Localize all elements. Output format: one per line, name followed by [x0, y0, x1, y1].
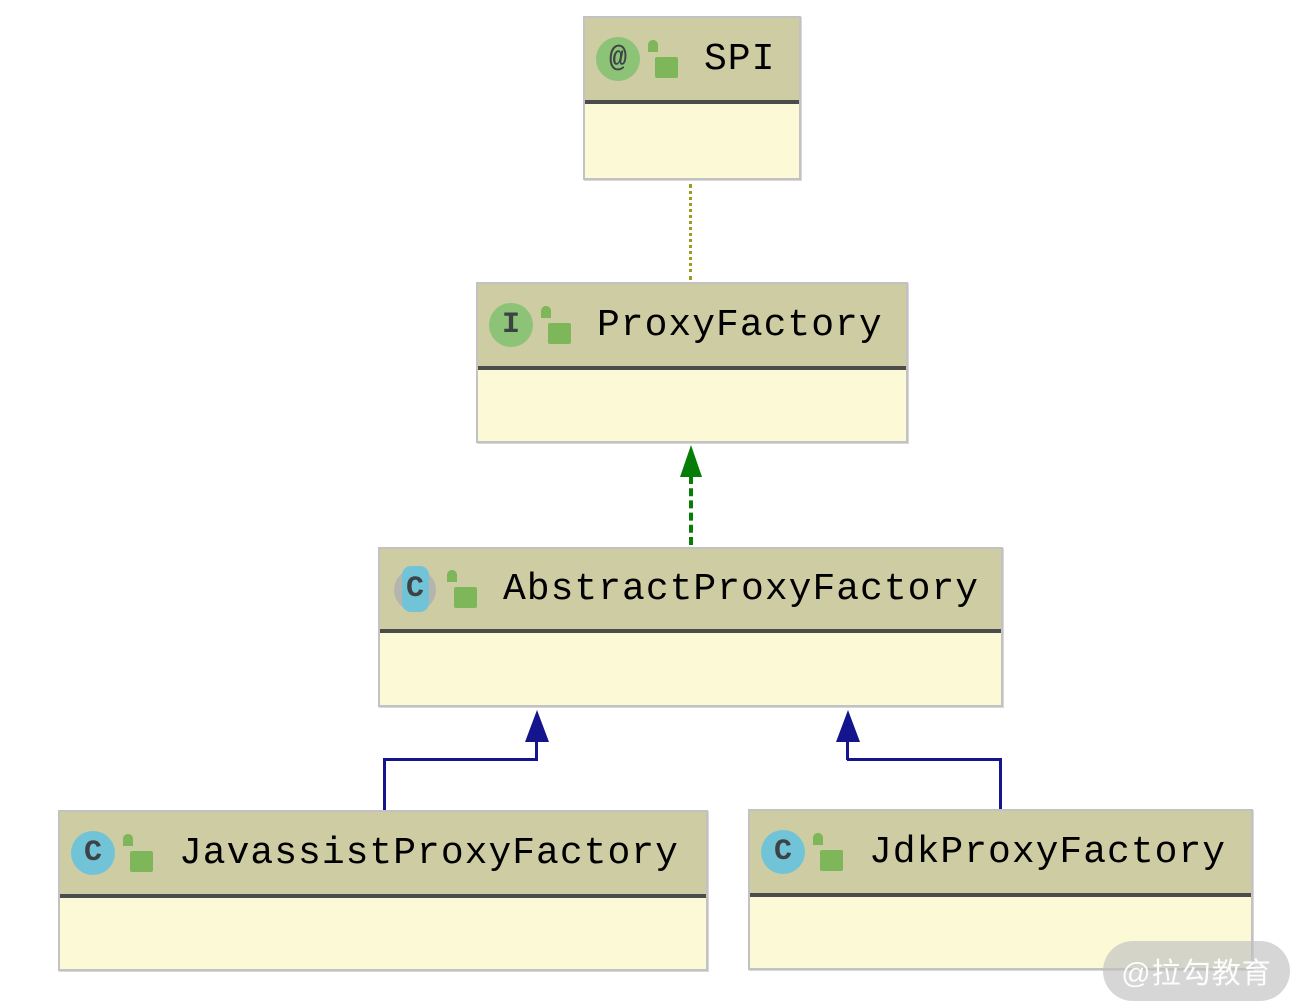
open-lock-icon	[123, 834, 153, 872]
implements-arrowhead	[680, 445, 702, 477]
javassist-proxy-factory-header: C JavassistProxyFactory	[60, 812, 706, 898]
open-lock-icon	[447, 570, 477, 608]
interface-icon: I	[489, 303, 533, 347]
abstract-proxy-factory-header: C AbstractProxyFactory	[380, 549, 1001, 633]
jdk-proxy-factory-header: C JdkProxyFactory	[750, 811, 1251, 897]
extends-edge-right	[847, 758, 1002, 761]
annotation-dependency-edge	[689, 184, 692, 280]
spi-label: SPI	[704, 37, 776, 81]
proxy-factory-header: I ProxyFactory	[478, 284, 906, 370]
class-icon: C	[761, 830, 805, 874]
javassist-proxy-factory-members-section	[60, 898, 706, 969]
javassist-proxy-factory-label: JavassistProxyFactory	[179, 831, 679, 875]
uml-node-javassist-proxy-factory[interactable]: C JavassistProxyFactory	[58, 810, 708, 971]
uml-node-spi[interactable]: @ SPI	[583, 16, 801, 180]
implements-edge	[689, 476, 693, 545]
extends-edge-right	[846, 740, 849, 760]
extends-arrowhead-left	[525, 710, 549, 742]
open-lock-icon	[813, 833, 843, 871]
watermark-text: @拉勾教育	[1121, 958, 1272, 990]
abstract-proxy-factory-label: AbstractProxyFactory	[503, 567, 980, 611]
spi-members-section	[585, 104, 799, 178]
annotation-icon: @	[596, 37, 640, 81]
extends-edge-left	[383, 758, 538, 761]
uml-node-abstract-proxy-factory[interactable]: C AbstractProxyFactory	[378, 547, 1003, 707]
open-lock-icon	[541, 306, 571, 344]
extends-edge-right	[999, 758, 1002, 810]
abstract-class-icon: C	[391, 566, 439, 612]
extends-edge-left	[535, 740, 538, 760]
abstract-proxy-factory-members-section	[380, 633, 1001, 705]
spi-header: @ SPI	[585, 18, 799, 104]
proxy-factory-label: ProxyFactory	[597, 303, 883, 347]
open-lock-icon	[648, 40, 678, 78]
class-icon: C	[71, 831, 115, 875]
uml-node-jdk-proxy-factory[interactable]: C JdkProxyFactory	[748, 809, 1253, 970]
extends-arrowhead-right	[836, 710, 860, 742]
proxy-factory-members-section	[478, 370, 906, 441]
extends-edge-left	[383, 758, 386, 810]
watermark-badge: @拉勾教育	[1103, 941, 1290, 1001]
uml-node-proxy-factory[interactable]: I ProxyFactory	[476, 282, 908, 443]
jdk-proxy-factory-label: JdkProxyFactory	[869, 830, 1227, 874]
